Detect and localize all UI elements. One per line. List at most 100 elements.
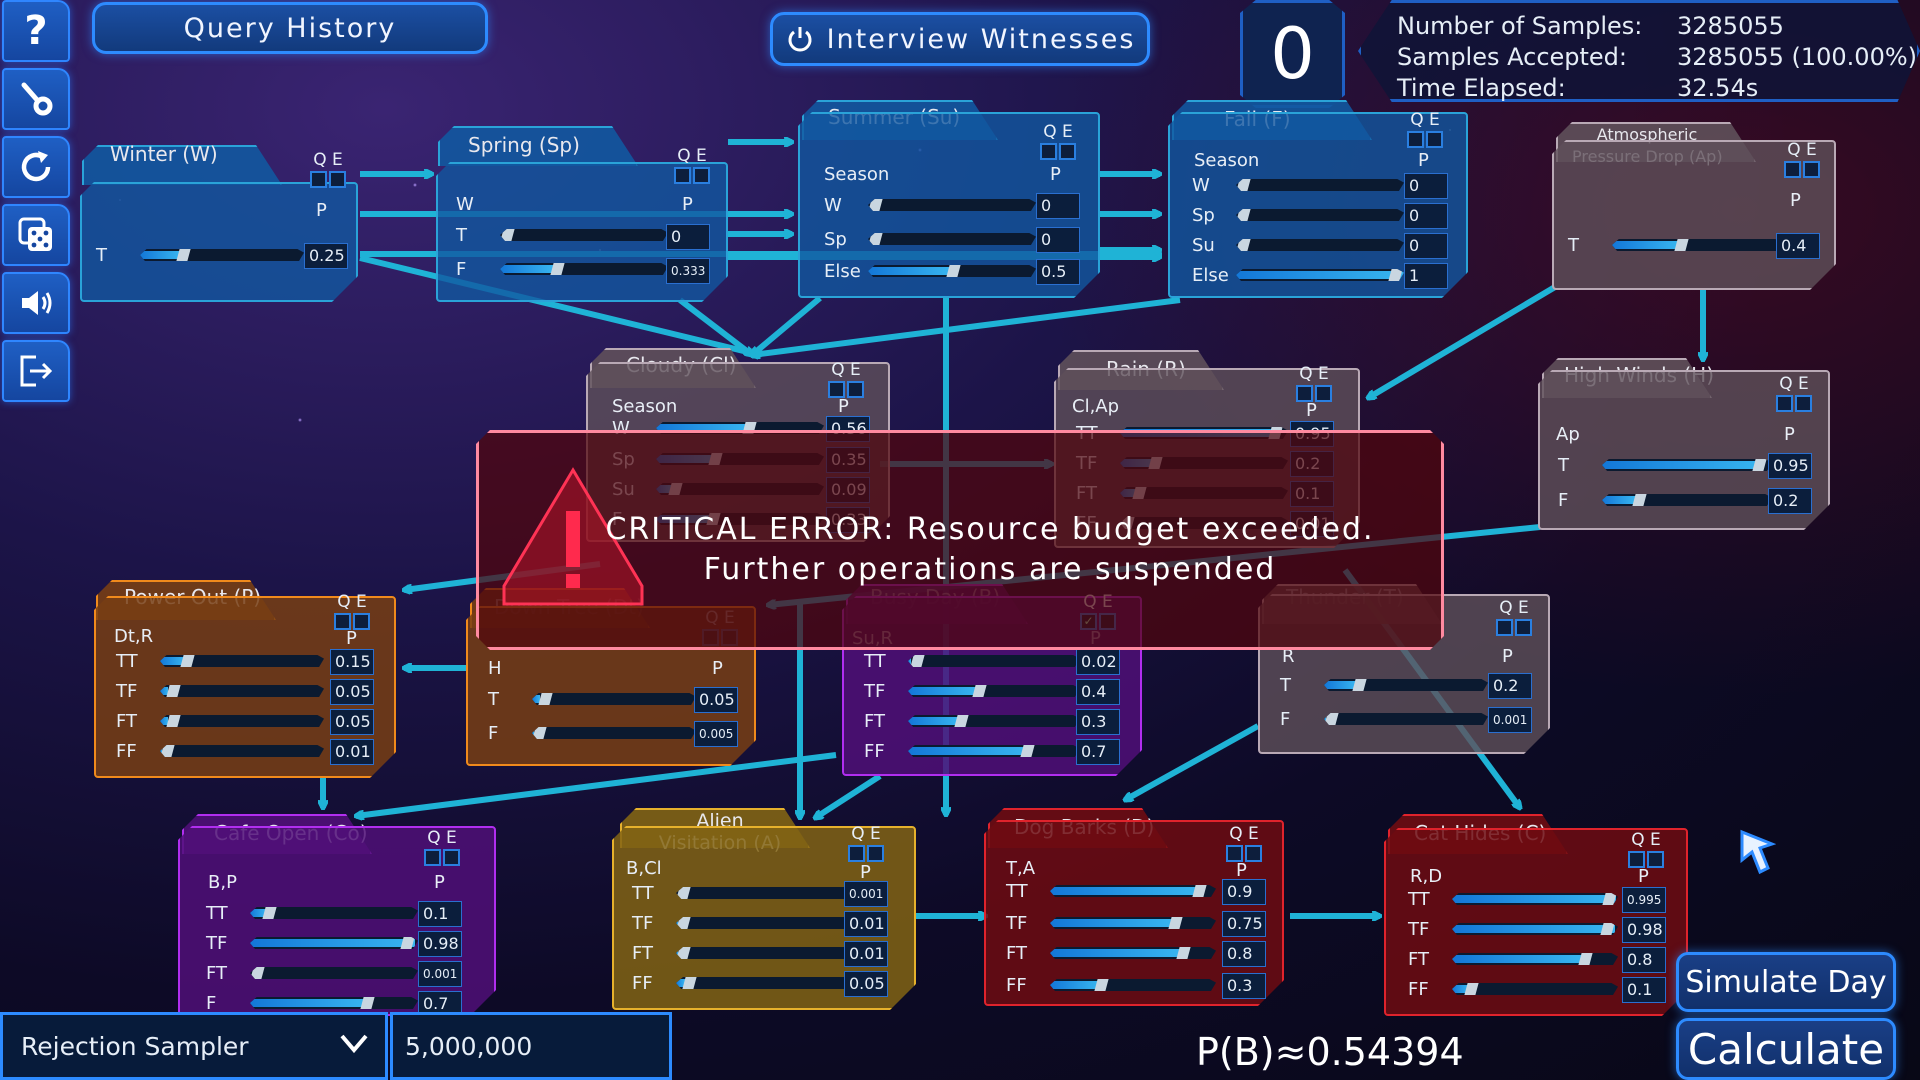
cat-hides-ft-value[interactable]: 0.8 [1622, 947, 1666, 973]
dog-barks-tt-slider[interactable] [1050, 885, 1216, 897]
fall-sp-value[interactable]: 0 [1404, 203, 1448, 229]
summer-sp-value[interactable]: 0 [1036, 227, 1080, 253]
dog-barks-tf-value[interactable]: 0.75 [1222, 911, 1266, 937]
help-button[interactable]: ? [2, 0, 70, 62]
cafe-open-query-checkbox[interactable] [424, 849, 441, 866]
thunder-f-slider[interactable] [1324, 713, 1488, 725]
high-winds-evidence-checkbox[interactable] [1795, 395, 1812, 412]
power-out-ft-slider[interactable] [160, 715, 324, 727]
atmospheric-t-value[interactable]: 0.4 [1776, 233, 1820, 259]
node-winter[interactable] [80, 182, 358, 302]
spring-t-slider[interactable] [500, 229, 668, 241]
cloudy-query-checkbox[interactable] [828, 381, 845, 398]
cat-hides-tt-slider[interactable] [1452, 893, 1618, 905]
thunder-f-value[interactable]: 0.001 [1488, 707, 1532, 733]
fall-else-value[interactable]: 1 [1404, 263, 1448, 289]
cat-hides-tf-value[interactable]: 0.98 [1622, 917, 1666, 943]
power-out-tf-slider[interactable] [160, 685, 324, 697]
high-winds-t-slider[interactable] [1602, 459, 1772, 471]
fall-query-checkbox[interactable] [1407, 131, 1424, 148]
busy-day-tt-value[interactable]: 0.02 [1076, 649, 1120, 675]
cat-hides-tt-value[interactable]: 0.995 [1622, 887, 1666, 913]
busy-day-tf-value[interactable]: 0.4 [1076, 679, 1120, 705]
down-tree-t-slider[interactable] [532, 693, 696, 705]
alien-tf-slider[interactable] [676, 917, 852, 929]
calculate-button[interactable]: Calculate [1676, 1018, 1896, 1080]
busy-day-ff-slider[interactable] [908, 745, 1080, 757]
down-tree-f-slider[interactable] [532, 727, 696, 739]
dog-barks-ft-value[interactable]: 0.8 [1222, 941, 1266, 967]
summer-evidence-checkbox[interactable] [1059, 143, 1076, 160]
high-winds-t-value[interactable]: 0.95 [1768, 453, 1812, 479]
dog-barks-ff-slider[interactable] [1050, 979, 1216, 991]
cafe-open-f-slider[interactable] [250, 997, 418, 1009]
alien-ff-value[interactable]: 0.05 [844, 971, 888, 997]
spring-f-value[interactable]: 0.333 [666, 258, 710, 284]
cat-hides-evidence-checkbox[interactable] [1647, 851, 1664, 868]
dog-barks-evidence-checkbox[interactable] [1245, 845, 1262, 862]
high-winds-query-checkbox[interactable] [1776, 395, 1793, 412]
alien-tt-value[interactable]: 0.001 [844, 881, 888, 907]
spring-f-slider[interactable] [500, 263, 668, 275]
cafe-open-tf-slider[interactable] [250, 937, 418, 949]
down-tree-f-value[interactable]: 0.005 [694, 721, 738, 747]
reset-button[interactable] [2, 136, 70, 198]
cat-hides-query-checkbox[interactable] [1628, 851, 1645, 868]
power-out-ft-value[interactable]: 0.05 [330, 709, 374, 735]
power-out-ff-value[interactable]: 0.01 [330, 739, 374, 765]
power-out-ff-slider[interactable] [160, 745, 324, 757]
busy-day-ft-slider[interactable] [908, 715, 1080, 727]
summer-sp-slider[interactable] [868, 233, 1036, 245]
cat-hides-ft-slider[interactable] [1452, 953, 1618, 965]
spring-evidence-checkbox[interactable] [693, 167, 710, 184]
power-out-tf-value[interactable]: 0.05 [330, 679, 374, 705]
fall-evidence-checkbox[interactable] [1426, 131, 1443, 148]
thunder-t-slider[interactable] [1324, 679, 1488, 691]
alien-ft-slider[interactable] [676, 947, 852, 959]
cat-hides-ff-value[interactable]: 0.1 [1622, 977, 1666, 1003]
rain-query-checkbox[interactable] [1296, 385, 1313, 402]
power-out-evidence-checkbox[interactable] [353, 613, 370, 630]
cafe-open-ft-value[interactable]: 0.001 [418, 961, 462, 987]
winter-t-value[interactable]: 0.25 [304, 243, 348, 269]
dog-barks-tt-value[interactable]: 0.9 [1222, 879, 1266, 905]
alien-evidence-checkbox[interactable] [867, 845, 884, 862]
summer-w-slider[interactable] [868, 199, 1036, 211]
sampler-dropdown[interactable]: Rejection Sampler [0, 1012, 388, 1080]
atmospheric-t-slider[interactable] [1612, 239, 1782, 251]
cafe-open-tt-slider[interactable] [250, 907, 418, 919]
alien-ft-value[interactable]: 0.01 [844, 941, 888, 967]
sound-button[interactable] [2, 272, 70, 334]
dog-barks-ff-value[interactable]: 0.3 [1222, 973, 1266, 999]
busy-day-tf-slider[interactable] [908, 685, 1080, 697]
alien-ff-slider[interactable] [676, 977, 852, 989]
dog-barks-tf-slider[interactable] [1050, 917, 1216, 929]
cafe-open-tt-value[interactable]: 0.1 [418, 901, 462, 927]
cafe-open-evidence-checkbox[interactable] [443, 849, 460, 866]
num-samples-input[interactable]: 5,000,000 [390, 1012, 672, 1080]
power-out-tt-value[interactable]: 0.15 [330, 649, 374, 675]
atmospheric-evidence-checkbox[interactable] [1803, 161, 1820, 178]
fall-else-slider[interactable] [1236, 269, 1404, 281]
alien-query-checkbox[interactable] [848, 845, 865, 862]
interview-witnesses-button[interactable]: Interview Witnesses [770, 12, 1150, 66]
random-button[interactable] [2, 204, 70, 266]
thunder-t-value[interactable]: 0.2 [1488, 673, 1532, 699]
cloudy-evidence-checkbox[interactable] [847, 381, 864, 398]
down-tree-t-value[interactable]: 0.05 [694, 687, 738, 713]
query-history-button[interactable]: Query History [92, 2, 488, 54]
cafe-open-tf-value[interactable]: 0.98 [418, 931, 462, 957]
simulate-day-button[interactable]: Simulate Day [1676, 952, 1896, 1012]
power-out-tt-slider[interactable] [160, 655, 324, 667]
cat-hides-tf-slider[interactable] [1452, 923, 1618, 935]
power-out-query-checkbox[interactable] [334, 613, 351, 630]
winter-query-checkbox[interactable] [310, 171, 327, 188]
cat-hides-ff-slider[interactable] [1452, 983, 1618, 995]
dog-barks-query-checkbox[interactable] [1226, 845, 1243, 862]
thunder-query-checkbox[interactable] [1496, 619, 1513, 636]
exit-button[interactable] [2, 340, 70, 402]
summer-w-value[interactable]: 0 [1036, 193, 1080, 219]
summer-else-slider[interactable] [868, 265, 1036, 277]
cafe-open-ft-slider[interactable] [250, 967, 418, 979]
alien-tt-slider[interactable] [676, 887, 852, 899]
